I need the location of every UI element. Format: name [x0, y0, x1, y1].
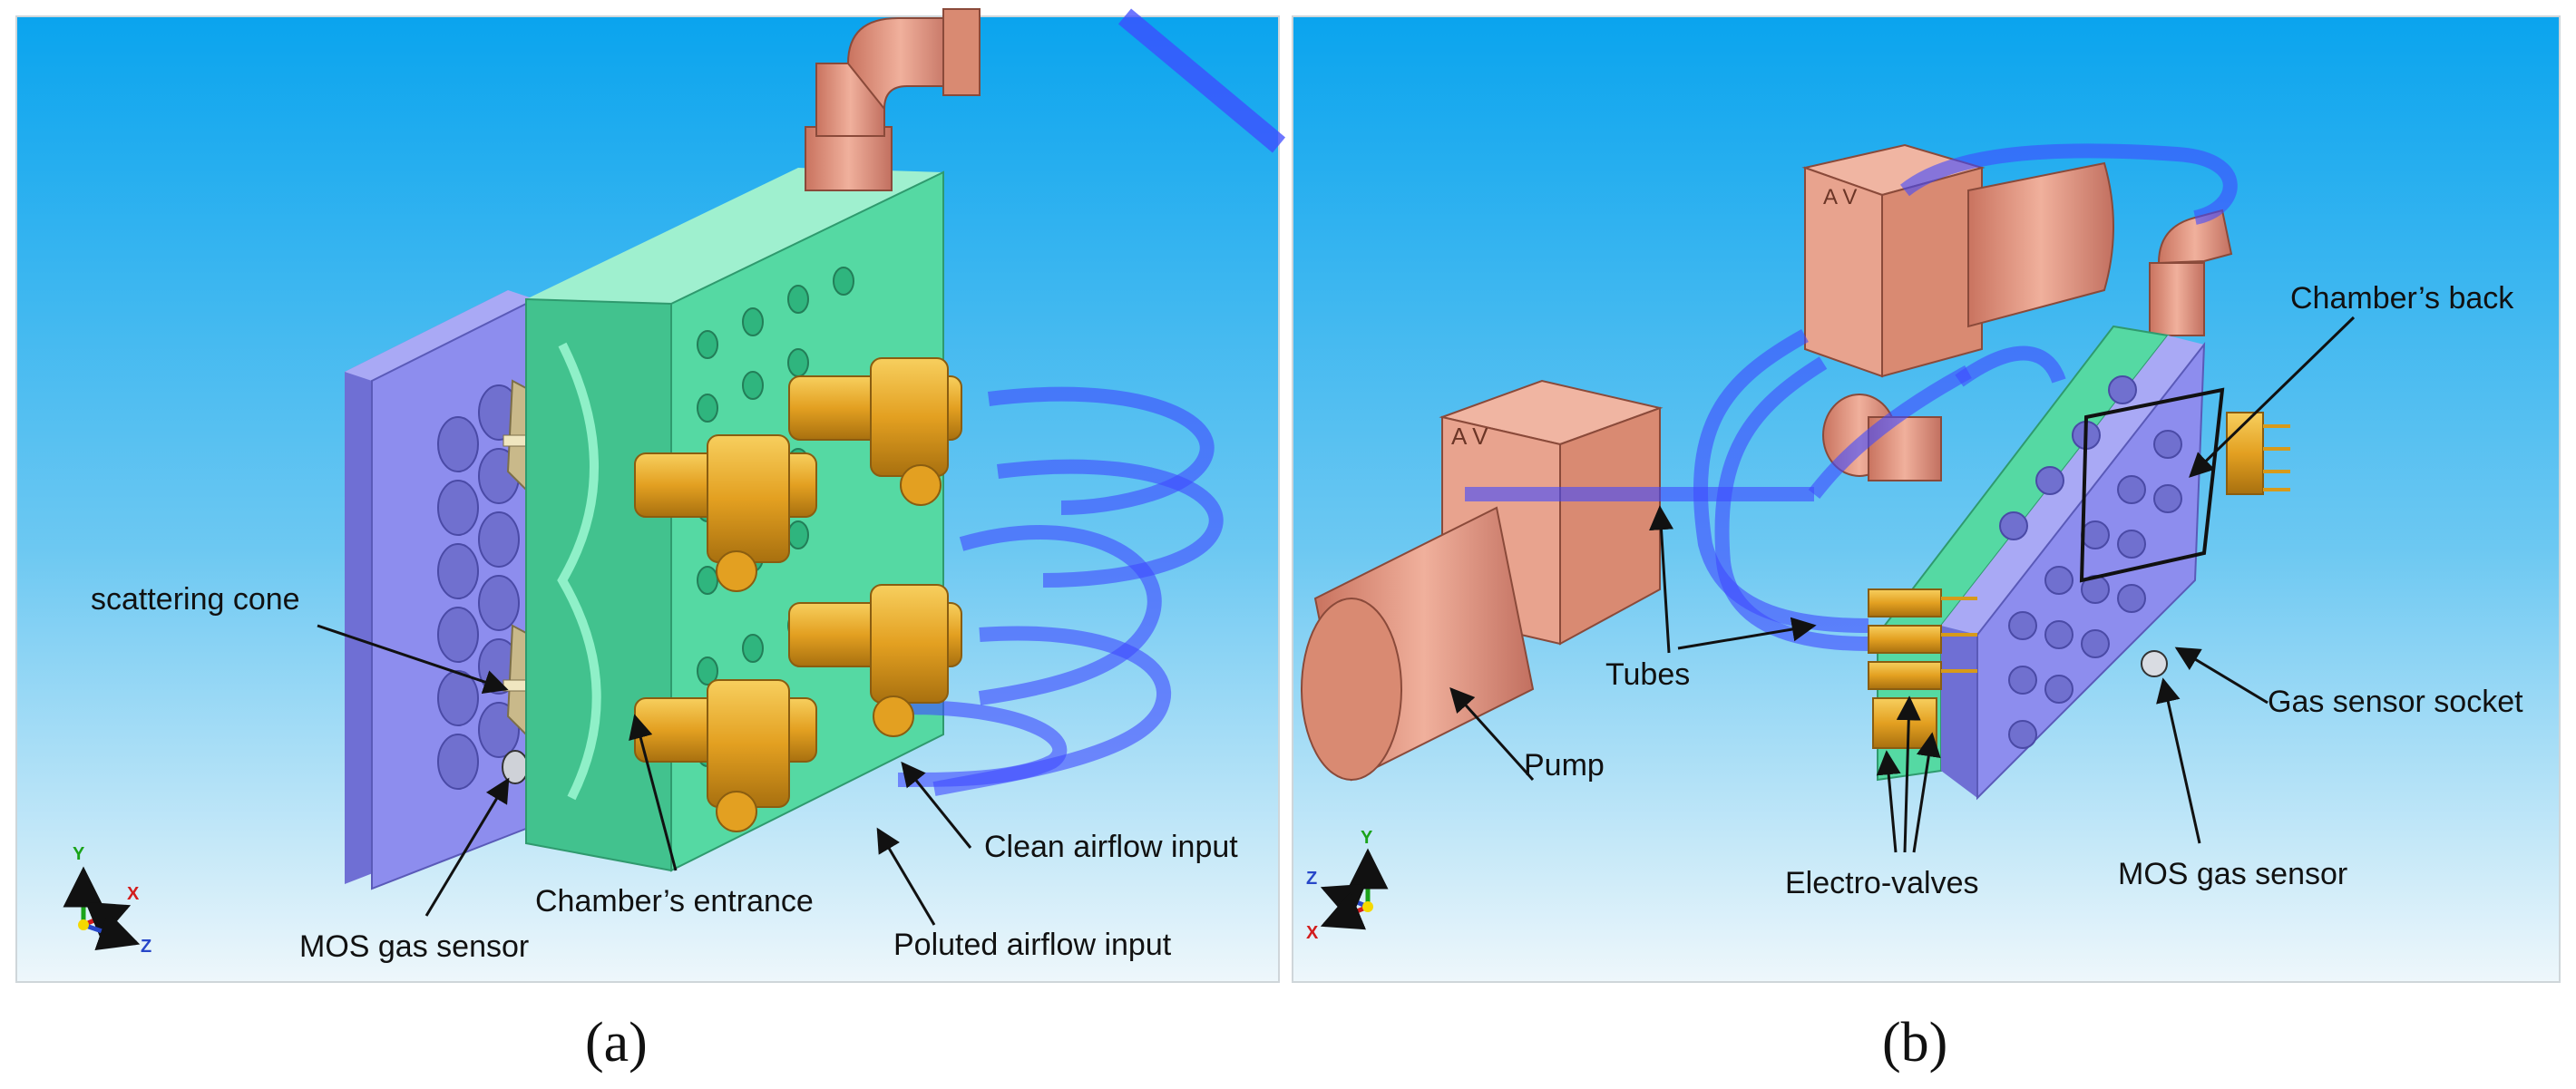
label-mos-gas-sensor-a: MOS gas sensor	[299, 929, 529, 964]
callout-arrows-b	[1449, 316, 2356, 853]
connector-pins-b	[2226, 412, 2290, 495]
label-scattering-cone: scattering cone	[91, 582, 300, 617]
back-plate-holes-b	[1999, 375, 2182, 749]
label-gas-sensor-socket: Gas sensor socket	[2268, 685, 2523, 719]
mos-gas-sensor-b	[2141, 650, 2168, 677]
copper-elbow-fitting-b	[2149, 209, 2233, 336]
electro-valve-a4	[634, 679, 817, 832]
electro-valves-b	[1868, 588, 1977, 749]
panel-b: A V A V	[1292, 15, 2561, 983]
caption-b: (b)	[1882, 1012, 1947, 1074]
electro-valve-a1	[788, 357, 962, 506]
tube-bundle-a	[897, 386, 1224, 796]
label-pump: Pump	[1524, 748, 1605, 783]
electro-valve-a3	[788, 584, 962, 737]
mos-gas-sensor-a	[502, 750, 529, 784]
svg-text:A V: A V	[1823, 185, 1857, 209]
axis-y-label-b: Y	[1361, 828, 1373, 848]
copper-elbow-fitting-a	[805, 8, 981, 191]
svg-text:A V: A V	[1451, 423, 1488, 450]
label-clean-airflow-input: Clean airflow input	[984, 830, 1238, 864]
electro-valve-a2	[634, 434, 817, 592]
blue-tube-top-a	[1117, 8, 1286, 153]
caption-a: (a)	[585, 1012, 648, 1074]
label-mos-gas-sensor-b: MOS gas sensor	[2118, 857, 2347, 891]
valve-housing-b: A V	[1801, 143, 2114, 378]
label-electro-valves: Electro-valves	[1785, 866, 1979, 900]
chamber-back-box	[2079, 387, 2225, 583]
axis-z-label-b: Z	[1306, 869, 1317, 889]
axis-x-label-a: X	[127, 884, 140, 904]
label-chamber-back: Chamber’s back	[2290, 281, 2514, 316]
label-poluted-airflow-input: Poluted airflow input	[893, 928, 1172, 962]
axis-z-label-a: Z	[141, 937, 151, 957]
axis-x-label-b: X	[1306, 923, 1319, 943]
label-chamber-entrance: Chamber’s entrance	[535, 884, 814, 919]
label-tubes: Tubes	[1605, 657, 1690, 692]
panel-a: Y X Z scattering cone MOS gas sensor Cha…	[15, 8, 1286, 983]
axis-triad-b: Y Z X	[1306, 828, 1389, 943]
pump: A V	[1301, 379, 1664, 782]
axis-triad-a: Y X Z	[63, 844, 151, 957]
callout-arrows-a	[317, 624, 972, 926]
axis-y-label-a: Y	[73, 844, 85, 864]
